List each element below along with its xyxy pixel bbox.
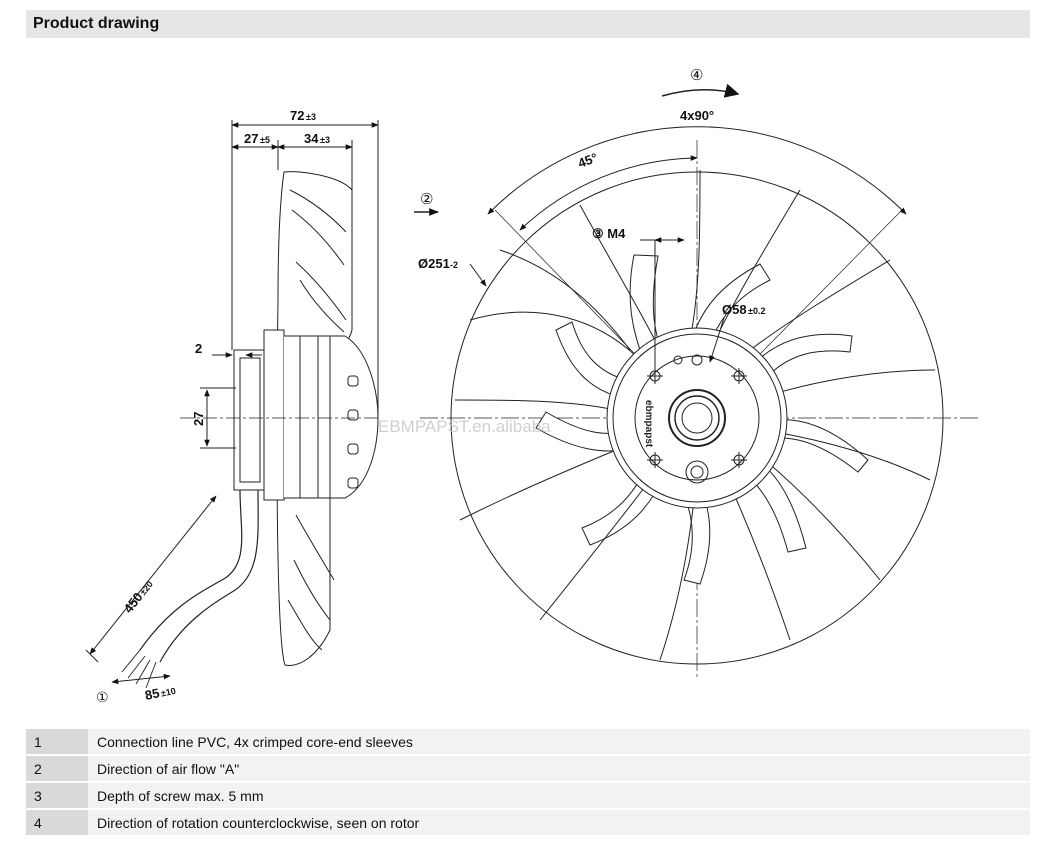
cable-end: 85 [144,685,161,703]
legend-row: 2 Direction of air flow "A" [26,755,1030,782]
dim-left: 27 [244,131,258,146]
dim-left-tol: ±5 [260,135,270,145]
diameter-rotor: Ø251 [418,256,450,271]
legend-text: Direction of air flow "A" [88,755,1030,782]
diameter-hub: Ø58 [722,302,747,317]
front-view-labels: ④ 4x90° 45° ② ③ M4 Ø251 -2 Ø58 ±0.2 ebmp… [378,66,765,448]
angle-45: 45° [576,150,600,171]
marker-4: ④ [690,66,703,84]
legend-text: Depth of screw max. 5 mm [88,782,1030,809]
legend-row: 3 Depth of screw max. 5 mm [26,782,1030,809]
dim-right: 34 [304,131,319,146]
diameter-hub-tol: ±0.2 [748,306,765,316]
marker-2: ② [420,190,433,208]
dim-total: 72 [290,108,304,123]
watermark: EBMPAPST.en.alibaba [378,417,551,436]
cable-length-dim: 450 ±20 [121,579,155,616]
legend-num: 4 [26,809,88,836]
angle-4x90: 4x90° [680,108,714,123]
legend-text: Connection line PVC, 4x crimped core-end… [88,729,1030,755]
section-title: Product drawing [33,15,160,32]
cable-length-tol: ±20 [138,579,155,597]
dim-2: 2 [195,341,202,356]
legend-text: Direction of rotation counterclockwise, … [88,809,1030,836]
legend-num: 3 [26,782,88,809]
hub-brand: ebmpapst [643,400,654,448]
legend-row: 1 Connection line PVC, 4x crimped core-e… [26,729,1030,755]
diameter-rotor-tol: -2 [450,260,458,270]
legend-num: 1 [26,729,88,755]
section-header: Product drawing [26,10,1030,38]
legend-table: 1 Connection line PVC, 4x crimped core-e… [26,729,1030,837]
cable-end-dim: 85 ±10 [144,685,177,703]
legend-num: 2 [26,755,88,782]
product-drawing: 72 ±3 27 ±5 34 ±3 2 27 450 ±20 85 ±10 ① [0,40,1043,722]
dim-right-tol: ±3 [320,135,330,145]
dim-27: 27 [191,412,206,426]
marker-1: ① [96,690,109,706]
dim-total-tol: ±3 [306,112,316,122]
marker-3-m4: ③ M4 [592,226,626,241]
drawing-canvas: 72 ±3 27 ±5 34 ±3 2 27 450 ±20 85 ±10 ① [85,66,980,706]
cable-end-tol: ±10 [160,686,177,699]
front-view [414,83,980,680]
side-view [85,120,380,689]
legend-row: 4 Direction of rotation counterclockwise… [26,809,1030,836]
